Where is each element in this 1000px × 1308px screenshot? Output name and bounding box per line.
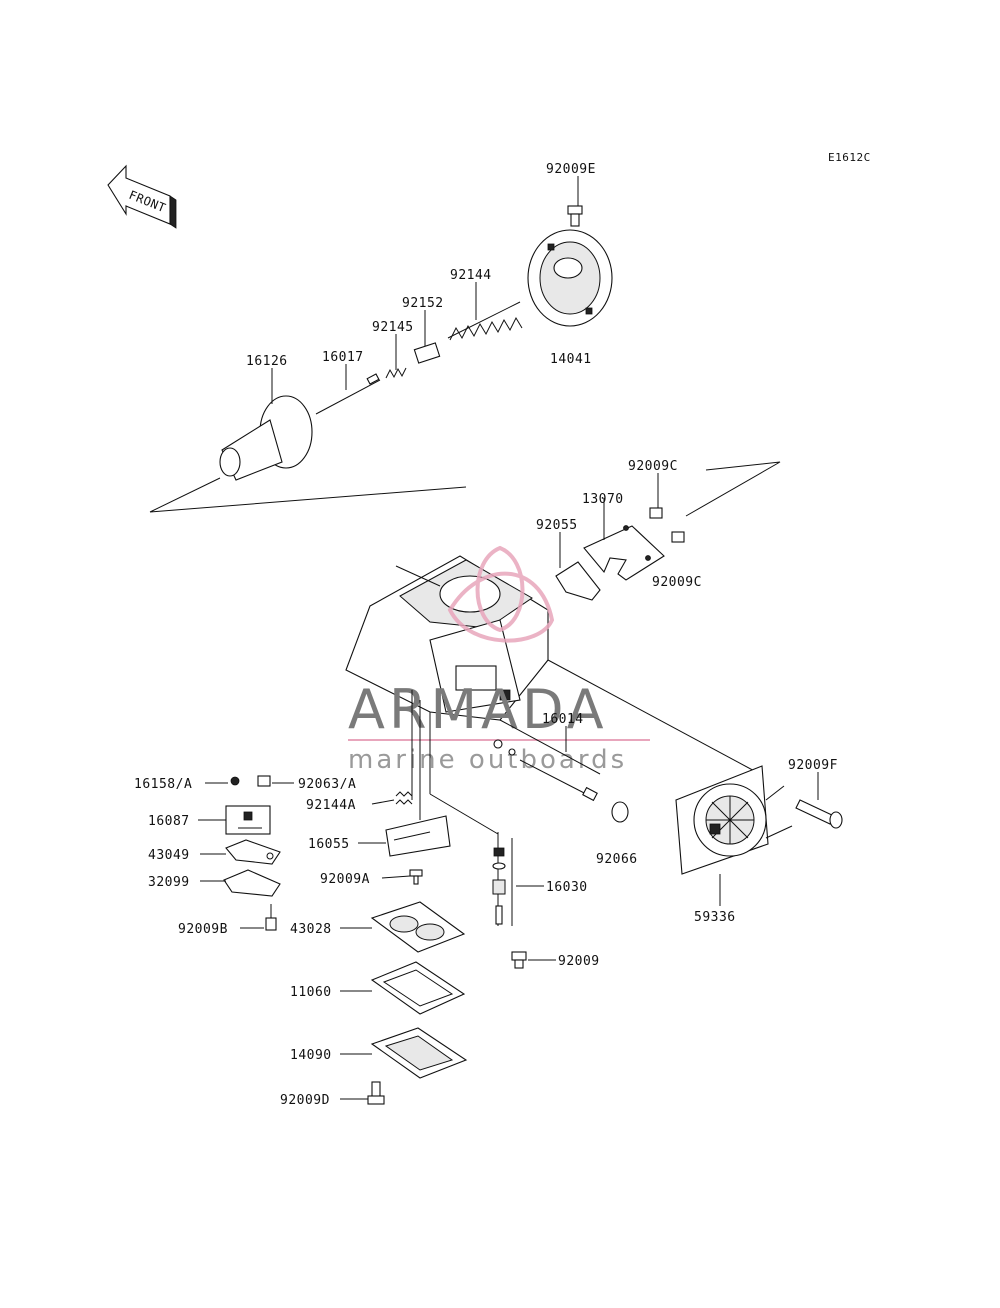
screw-92009d-part xyxy=(367,1081,385,1105)
needle-16017-part xyxy=(315,379,381,415)
leader-lines xyxy=(198,176,819,1100)
figure-code: E1612C xyxy=(828,151,871,164)
part-label: 92009F xyxy=(788,758,838,773)
part-label: 43028 xyxy=(290,922,332,937)
screw-92009b-part xyxy=(265,904,277,931)
part-label: 92152 xyxy=(402,296,444,311)
part-label: 92066 xyxy=(596,852,638,867)
valve-16030-part xyxy=(492,832,513,926)
carburetor-body-part xyxy=(345,555,549,721)
part-label: 43049 xyxy=(148,848,190,863)
top-cover-part xyxy=(527,229,613,327)
cover-14090-part xyxy=(370,1027,468,1079)
plug-92066-part xyxy=(611,801,629,823)
part-label: 14090 xyxy=(290,1048,332,1063)
part-label: 92009A xyxy=(320,872,370,887)
jet-92063a-part xyxy=(257,775,271,787)
bracket-line xyxy=(685,461,781,517)
part-label: 92009B xyxy=(178,922,228,937)
part-label: 16014 xyxy=(542,712,584,727)
screw-92009-part xyxy=(511,951,527,969)
diaphragm-16126-part xyxy=(219,395,313,481)
plate-32099-part xyxy=(223,869,281,897)
part-label: 92144 xyxy=(450,268,492,283)
part-label: 92055 xyxy=(536,518,578,533)
connector-line xyxy=(547,659,761,775)
diaphragm-43028-part xyxy=(370,901,466,953)
part-label: 92145 xyxy=(372,320,414,335)
screw-92009a-part xyxy=(409,869,423,885)
spring-92144a-part xyxy=(395,791,413,805)
bolt-92009f-part xyxy=(795,799,843,829)
part-label: 16055 xyxy=(308,837,350,852)
spring-92144-part xyxy=(447,301,523,341)
pump-59336-part xyxy=(675,765,793,875)
part-label: 16017 xyxy=(322,350,364,365)
part-label: 59336 xyxy=(694,910,736,925)
part-label: 92009C xyxy=(628,459,678,474)
part-label: 92009E xyxy=(546,162,596,177)
watermark-title: ARMADA xyxy=(348,678,608,741)
jet-16158a-part xyxy=(230,776,240,786)
fitting-92152-part xyxy=(413,342,441,364)
part-label: 14041 xyxy=(550,352,592,367)
gasket-92055-part xyxy=(555,561,601,601)
watermark-logo xyxy=(447,545,555,643)
screw-92009c-part xyxy=(649,507,685,543)
part-label: 16126 xyxy=(246,354,288,369)
part-label: 92063/A xyxy=(298,777,356,792)
part-label: 92144A xyxy=(306,798,356,813)
connector-line xyxy=(429,793,499,835)
part-label: 16030 xyxy=(546,880,588,895)
connector-line xyxy=(499,719,601,775)
front-direction-arrow: FRONT xyxy=(107,164,177,229)
part-label: 13070 xyxy=(582,492,624,507)
gasket-43049-part xyxy=(225,839,281,865)
part-label: 32099 xyxy=(148,875,190,890)
valve-16087-part xyxy=(225,805,271,835)
gasket-11060-part xyxy=(370,961,466,1015)
bracket-line xyxy=(149,477,467,513)
part-label: 16158/A xyxy=(134,777,192,792)
lever-16055-part xyxy=(385,815,451,857)
part-label: 92009 xyxy=(558,954,600,969)
part-label: 92009C xyxy=(652,575,702,590)
bracket-13070-part xyxy=(583,525,665,581)
part-label: 11060 xyxy=(290,985,332,1000)
spring-92145-part xyxy=(385,367,407,379)
screw-16014-part xyxy=(493,739,598,802)
screw-92009e-part xyxy=(567,205,583,227)
watermark-subtitle: marine outboards xyxy=(348,745,627,775)
part-label: 92009D xyxy=(280,1093,330,1108)
part-label: 16087 xyxy=(148,814,190,829)
